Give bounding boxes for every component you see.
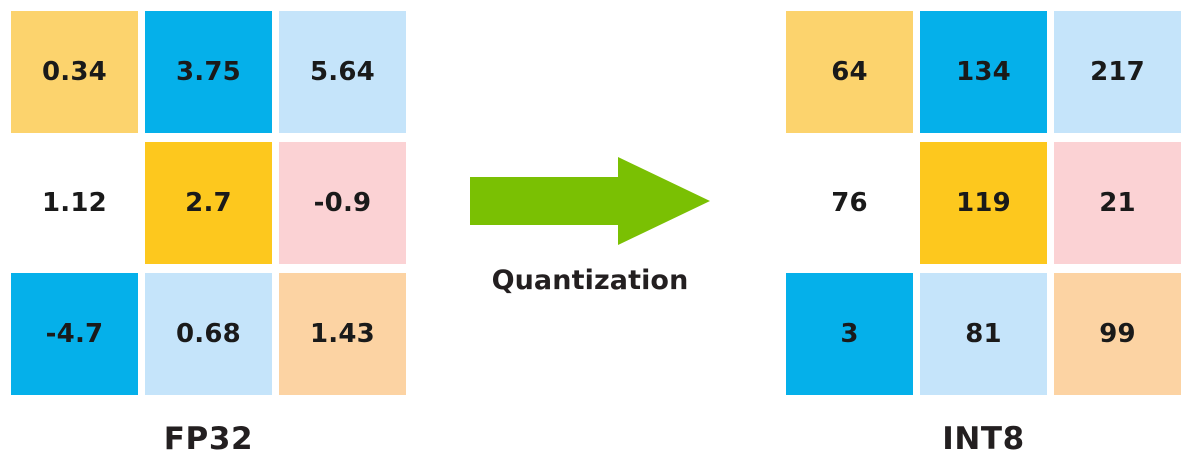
int8-cell-r1-c2: 21 bbox=[1054, 142, 1181, 264]
int8-cell-r1-c0: 76 bbox=[786, 142, 913, 264]
arrow-right-icon bbox=[470, 155, 710, 247]
quantization-label: Quantization bbox=[491, 265, 689, 296]
int8-cell-r0-c2: 217 bbox=[1054, 11, 1181, 133]
fp32-cell-r2-c2: 1.43 bbox=[279, 273, 406, 395]
fp32-cell-r1-c2: -0.9 bbox=[279, 142, 406, 264]
int8-cell-r2-c0: 3 bbox=[786, 273, 913, 395]
int8-cell-r0-c0: 64 bbox=[786, 11, 913, 133]
int8-caption: INT8 bbox=[942, 421, 1025, 457]
fp32-cell-r1-c1: 2.7 bbox=[145, 142, 272, 264]
fp32-cell-r2-c1: 0.68 bbox=[145, 273, 272, 395]
fp32-cell-r0-c2: 5.64 bbox=[279, 11, 406, 133]
int8-cell-r0-c1: 134 bbox=[920, 11, 1047, 133]
fp32-cell-r2-c0: -4.7 bbox=[11, 273, 138, 395]
int8-cell-r1-c1: 119 bbox=[920, 142, 1047, 264]
fp32-caption: FP32 bbox=[163, 421, 254, 457]
fp32-cell-r0-c0: 0.34 bbox=[11, 11, 138, 133]
int8-cell-r2-c1: 81 bbox=[920, 273, 1047, 395]
int8-cell-r2-c2: 99 bbox=[1054, 273, 1181, 395]
fp32-cell-r1-c0: 1.12 bbox=[11, 142, 138, 264]
fp32-cell-r0-c1: 3.75 bbox=[145, 11, 272, 133]
